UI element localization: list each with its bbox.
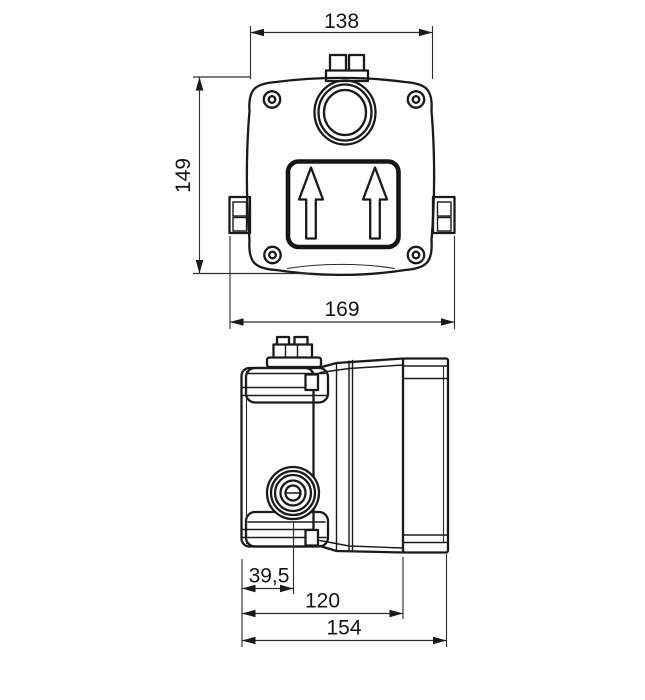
corner-screws (262, 90, 426, 265)
arrow-right-icon (419, 28, 433, 37)
dimension-label: 169 (324, 298, 359, 321)
screw-top-right (406, 90, 426, 109)
cable-connector-side (265, 335, 323, 369)
housing-body-side (318, 357, 405, 554)
dimension-overall-width: 169 (229, 236, 456, 329)
arrow-left-icon (242, 584, 256, 593)
arrow-right-icon (433, 636, 447, 645)
up-arrow-icon (297, 166, 325, 240)
up-arrow-icon (361, 166, 389, 240)
dimension-label: 120 (305, 590, 340, 613)
dimension-top-width: 138 (249, 10, 434, 79)
screw-top-left (262, 90, 282, 109)
rear-end-cap (401, 357, 450, 554)
dimension-label: 149 (172, 158, 195, 193)
screw-bottom-right (406, 245, 426, 265)
arrow-right-icon (389, 609, 403, 618)
dimension-overall-depth: 154 (242, 554, 448, 647)
arrow-up-icon (195, 77, 204, 91)
dimension-label: 138 (324, 10, 359, 33)
arrow-right-icon (280, 584, 294, 593)
top-view (228, 53, 456, 277)
arrow-right-icon (441, 318, 455, 326)
arrow-left-icon (242, 636, 256, 645)
flange-detail-lines (241, 371, 327, 544)
housing-bottom-inner-arc (286, 263, 396, 270)
arrow-left-icon (250, 28, 264, 37)
dimension-depth: 120 (242, 557, 404, 619)
left-terminal-tab (228, 195, 252, 235)
flow-direction-plate (285, 159, 401, 250)
dimension-height: 149 (172, 76, 313, 275)
dimension-knob-offset: 39,5 (241, 521, 295, 647)
arrow-left-icon (230, 318, 244, 326)
adjustment-knob (265, 465, 321, 521)
right-terminal-tab (431, 195, 456, 235)
flange-clip-bottom (304, 528, 320, 547)
inlet-ring (313, 79, 377, 146)
screw-bottom-left (263, 245, 282, 265)
side-view (240, 335, 450, 554)
arrow-left-icon (242, 609, 256, 618)
housing-body-outline (245, 76, 436, 277)
flange-clip-top (304, 373, 320, 392)
arrow-down-icon (195, 260, 204, 274)
dimension-label: 39,5 (249, 565, 290, 588)
mounting-flange (240, 366, 330, 548)
cable-connector-plan (324, 53, 370, 83)
dimension-label: 154 (326, 617, 361, 640)
